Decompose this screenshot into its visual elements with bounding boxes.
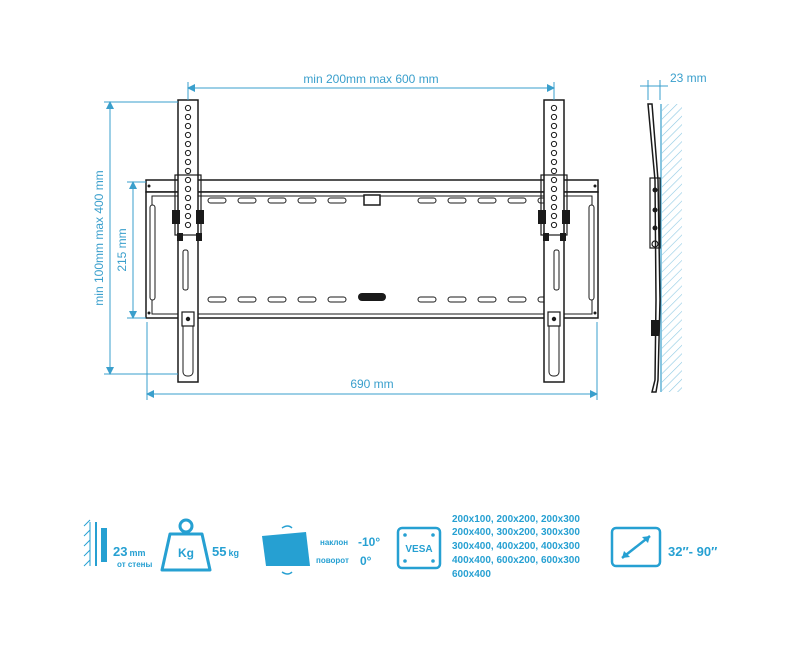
arm-hole [550,158,558,166]
weight-icon [160,518,212,572]
vesa-badge: VESA [405,544,432,555]
screen-diagonal-icon [610,526,662,568]
arm-hole [184,149,192,157]
side-view [647,103,682,393]
front-view [145,99,599,383]
arm-hole [550,122,558,130]
weight-value: 55 [212,544,226,559]
swivel-value: 0° [360,554,372,568]
wall-distance-unit: mm [129,548,145,558]
top-width-label: min 200mm max 600 mm [303,72,438,86]
mounting-slot [237,296,257,303]
spec-vesa: VESA 200x100, 200x200, 200x300 200x400, … [396,514,580,580]
top-slot-row [207,197,557,204]
spec-tilt: наклон -10° поворот 0° [262,525,380,575]
mounting-slot [327,197,347,204]
arm-hole [550,113,558,121]
arm-hole [550,185,558,193]
arm-hole [184,104,192,112]
arm-hole [184,113,192,121]
mounting-slot [207,197,227,204]
tilt-value: -10° [358,535,380,549]
arm-hole [550,149,558,157]
weight-badge: Kg [178,546,194,560]
arm-hole [550,167,558,175]
arm-hole [184,158,192,166]
vesa-line: 400x400, 600x200, 600x300 [452,555,580,566]
mounting-slot [297,197,317,204]
mounting-slot [207,296,227,303]
arm-hole [550,212,558,220]
right-side-slot [588,204,595,301]
arm-hole [184,167,192,175]
mounting-slot [507,296,527,303]
arm-hole [550,203,558,211]
arm-hole [550,194,558,202]
wall-distance-value: 23 [113,544,127,559]
mounting-slot [507,197,527,204]
depth-label: 23 mm [670,71,707,85]
arm-hole [184,212,192,220]
mounting-slot [267,296,287,303]
bottom-width-label: 690 mm [350,377,393,391]
wall-hatch [662,104,682,392]
arm-hole [184,122,192,130]
left-side-slot [149,204,156,301]
brand-plate [358,293,386,301]
wall-distance-note: от стены [117,560,152,569]
weight-unit: kg [228,548,239,558]
mounting-slot [267,197,287,204]
arm-hole [550,104,558,112]
vesa-line: 200x100, 200x200, 200x300 [452,514,580,525]
vesa-line: 300x400, 400x200, 400x300 [452,541,580,552]
arm-hole [550,221,558,229]
right-arm [538,99,570,383]
wall-distance-icon [83,519,107,567]
vesa-line: 600x400 [452,569,491,580]
dimension-lines [104,80,668,400]
arm-hole [184,221,192,229]
mounting-slot [447,197,467,204]
arm-hole [184,131,192,139]
inner-height-label: 215 mm [115,228,129,271]
arm-hole [550,140,558,148]
screen-size-value: 32″- 90″ [668,544,717,559]
tilt-screen-icon [262,525,310,575]
mounting-slot [417,197,437,204]
mounting-slot [237,197,257,204]
mounting-slot [477,197,497,204]
arm-hole [550,176,558,184]
swivel-label: поворот [316,556,349,565]
arm-hole [184,194,192,202]
arm-hole [184,176,192,184]
top-rail [145,179,599,193]
mounting-slot [327,296,347,303]
spec-screen-size: 32″- 90″ [610,526,717,568]
level-indicator [363,194,381,206]
mounting-slot [477,296,497,303]
left-height-label: min 100mm max 400 mm [92,170,106,305]
tilt-label: наклон [320,538,348,547]
mounting-slot [297,296,317,303]
vesa-line: 200x400, 300x200, 300x300 [452,527,580,538]
arm-hole [184,185,192,193]
arm-hole [184,140,192,148]
arm-hole [184,203,192,211]
mounting-slot [417,296,437,303]
mounting-slot [447,296,467,303]
vesa-icon [396,526,442,570]
arm-hole [550,131,558,139]
